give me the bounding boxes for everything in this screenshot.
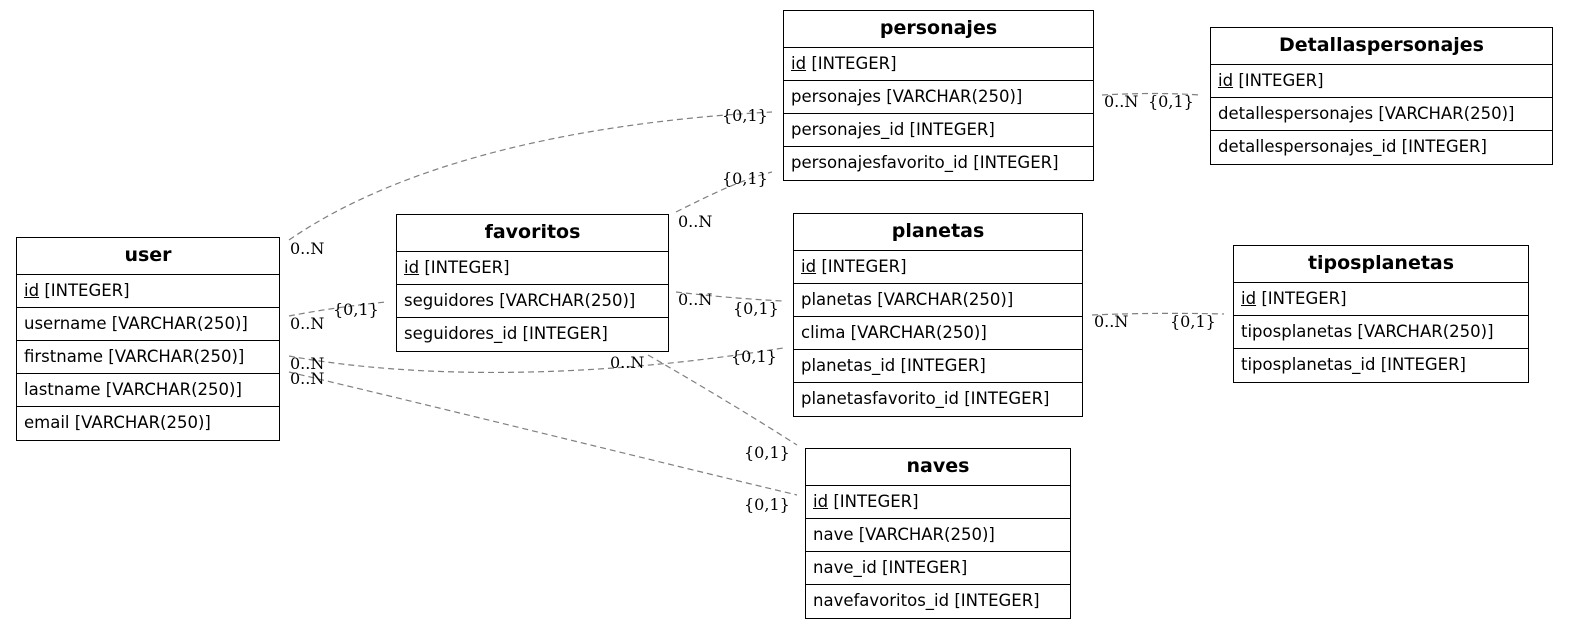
primary-key-type: [INTEGER] (833, 492, 919, 511)
cardinality-label-from: 0..N (1094, 312, 1129, 331)
entity-field: planetasfavorito_id [INTEGER] (801, 389, 1050, 408)
entity-field: personajes [VARCHAR(250)] (784, 81, 1093, 114)
relationship-line-favoritos-personajes (675, 171, 773, 213)
entity-title: naves (806, 449, 1070, 486)
cardinality-label-from: 0..N (1104, 92, 1139, 111)
entity-field: detallespersonajes_id [INTEGER] (1218, 137, 1487, 156)
primary-key-name: id (404, 258, 420, 277)
entity-field: nave_id [INTEGER] (806, 552, 1070, 585)
entity-field: username [VARCHAR(250)] (17, 308, 279, 341)
cardinality-label-to: {0,1} (744, 495, 790, 514)
primary-key-type: [INTEGER] (1261, 289, 1347, 308)
relationship-line-personajes-detallespersonajes (1101, 92, 1201, 96)
primary-key-name: id (1218, 71, 1234, 90)
primary-key-field: id [INTEGER] (397, 252, 668, 285)
entity-field: planetas_id [INTEGER] (794, 350, 1082, 383)
entity-field: email [VARCHAR(250)] (24, 413, 211, 432)
cardinality-label-to: {0,1} (1148, 92, 1194, 111)
cardinality-label-to: {0,1} (731, 347, 777, 366)
entity-field: lastname [VARCHAR(250)] (17, 374, 279, 407)
cardinality-label-from: 0..N (678, 212, 713, 231)
cardinality-label-to: {0,1} (1170, 312, 1216, 331)
relationship-line-favoritos-planetas (675, 291, 784, 302)
entity-field: firstname [VARCHAR(250)] (17, 341, 279, 374)
cardinality-label-from: 0..N (678, 290, 713, 309)
primary-key-name: id (813, 492, 829, 511)
relationship-line-user-planetas (288, 347, 784, 373)
cardinality-label-to: {0,1} (744, 443, 790, 462)
relationship-line-user-naves (288, 371, 798, 496)
primary-key-field: id [INTEGER] (17, 275, 279, 308)
primary-key-type: [INTEGER] (811, 54, 897, 73)
entity-field: navefavoritos_id [INTEGER] (813, 591, 1040, 610)
relationship-line-user-personajes (288, 111, 773, 241)
cardinality-label-from: 0..N (610, 353, 645, 372)
primary-key-type: [INTEGER] (821, 257, 907, 276)
primary-key-field: id [INTEGER] (806, 486, 1070, 519)
primary-key-field: id [INTEGER] (784, 48, 1093, 81)
primary-key-type: [INTEGER] (1238, 71, 1324, 90)
primary-key-type: [INTEGER] (44, 281, 130, 300)
entity-title: favoritos (397, 215, 668, 252)
entity-field: clima [VARCHAR(250)] (794, 317, 1082, 350)
primary-key-field: id [INTEGER] (1211, 65, 1552, 98)
entity-field: detallespersonajes [VARCHAR(250)] (1211, 98, 1552, 131)
primary-key-field: id [INTEGER] (794, 251, 1082, 284)
cardinality-label-from: 0..N (290, 314, 325, 333)
relationship-line-favoritos-naves (647, 354, 798, 446)
entity-field: nave [VARCHAR(250)] (806, 519, 1070, 552)
primary-key-name: id (791, 54, 807, 73)
entity-field: seguidores_id [INTEGER] (404, 324, 608, 343)
entity-title: tiposplanetas (1234, 246, 1528, 283)
entity-field: planetas [VARCHAR(250)] (794, 284, 1082, 317)
cardinality-label-from: 0..N (290, 239, 325, 258)
entity-field: personajesfavorito_id [INTEGER] (791, 153, 1059, 172)
entity-title: personajes (784, 11, 1093, 48)
entity-field: tiposplanetas_id [INTEGER] (1241, 355, 1466, 374)
entity-title: Detallaspersonajes (1211, 28, 1552, 65)
primary-key-name: id (24, 281, 40, 300)
primary-key-name: id (801, 257, 817, 276)
cardinality-label-to: {0,1} (333, 300, 379, 319)
cardinality-label-from: 0..N (290, 369, 325, 388)
primary-key-field: id [INTEGER] (1234, 283, 1528, 316)
entity-field: seguidores [VARCHAR(250)] (397, 285, 668, 318)
cardinality-label-from: 0..N (290, 354, 325, 373)
cardinality-label-to: {0,1} (733, 299, 779, 318)
primary-key-name: id (1241, 289, 1257, 308)
entity-field: tiposplanetas [VARCHAR(250)] (1234, 316, 1528, 349)
cardinality-label-to: {0,1} (722, 106, 768, 125)
cardinality-label-to: {0,1} (722, 169, 768, 188)
entity-title: planetas (794, 214, 1082, 251)
primary-key-type: [INTEGER] (424, 258, 510, 277)
relationship-line-planetas-tiposplanetas (1091, 312, 1225, 316)
entity-field: personajes_id [INTEGER] (784, 114, 1093, 147)
entity-title: user (17, 238, 279, 275)
